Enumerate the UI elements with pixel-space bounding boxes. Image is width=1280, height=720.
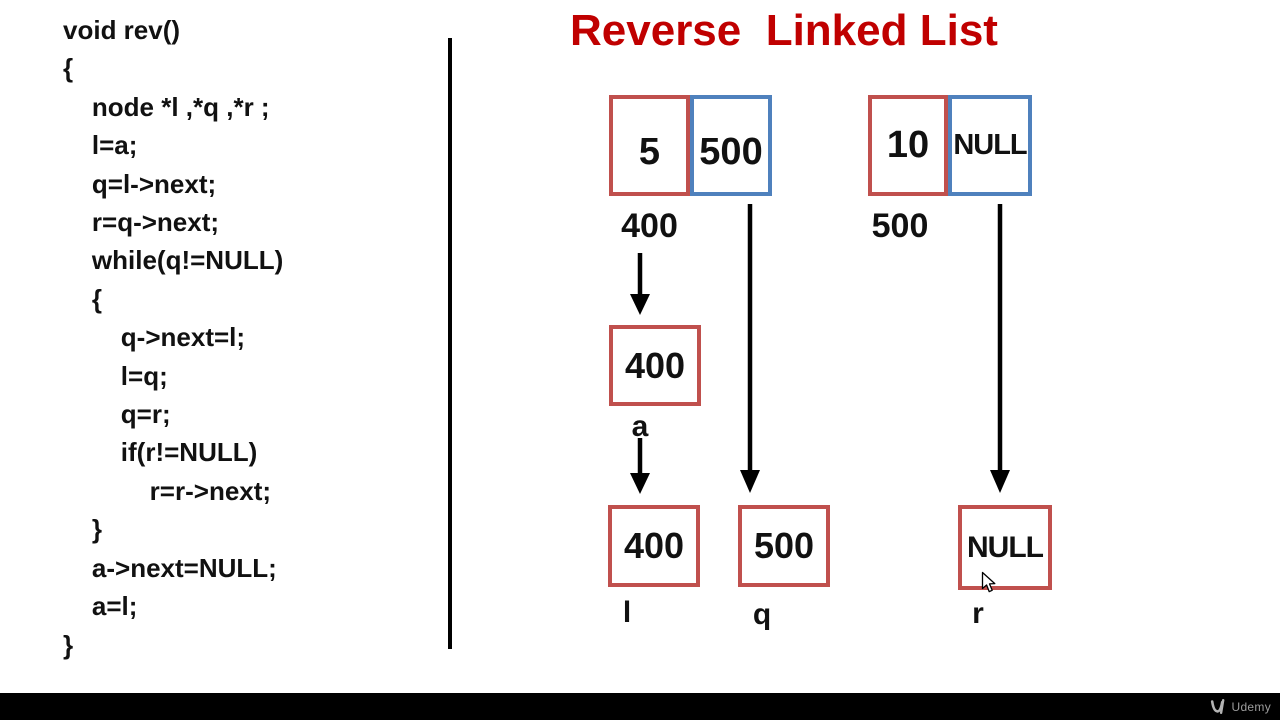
code-block: void rev() { node *l ,*q ,*r ; l=a; q=l-… [63,11,283,664]
code-line: a=l; [63,591,138,622]
code-line: } [63,629,74,660]
node1-data-cell: 5 [609,95,690,196]
code-line: l=a; [63,130,138,161]
code-line: { [63,53,74,84]
label-r: r [972,597,984,630]
box-l: 400 [608,505,700,587]
code-line: { [63,283,103,314]
udemy-logo: Udemy [1210,693,1271,720]
node1-next-cell: 500 [690,95,772,196]
page-title: Reverse Linked List [570,6,998,55]
footer-bar: Udemy [0,693,1280,720]
code-line: l=q; [63,360,168,391]
node2-next-cell: NULL [948,95,1032,196]
linked-list-node-2: 10 NULL [868,95,1032,196]
node1-address-label: 400 [621,207,678,245]
code-line: r=r->next; [63,475,272,506]
node2-data-cell: 10 [868,95,948,196]
vertical-divider [448,38,452,649]
label-l: l [622,596,632,629]
box-r: NULL [958,505,1052,590]
label-q: q [752,598,772,631]
arrow-node1-next-to-q [740,204,760,493]
linked-list-node-1: 5 500 [609,95,772,196]
code-line: node *l ,*q ,*r ; [63,91,270,122]
label-a: a [631,410,649,443]
box-q: 500 [738,505,830,587]
mouse-cursor [981,571,996,593]
code-line: if(r!=NULL) [63,437,258,468]
code-line: a->next=NULL; [63,552,277,583]
node2-address-label: 500 [871,207,929,245]
udemy-logo-text: Udemy [1231,699,1271,714]
code-line: void rev() [63,15,181,45]
arrow-node2-next-to-r [990,204,1010,493]
code-line: q=l->next; [63,168,217,199]
code-line: } [63,514,103,545]
code-line: q->next=l; [63,322,246,353]
code-line: while(q!=NULL) [63,245,284,276]
arrow-address-to-a [630,253,650,315]
arrow-a-to-l [630,438,650,494]
code-line: q=r; [63,399,171,430]
code-line: r=q->next; [63,207,220,238]
box-a: 400 [609,325,701,406]
udemy-logo-icon [1211,698,1225,714]
